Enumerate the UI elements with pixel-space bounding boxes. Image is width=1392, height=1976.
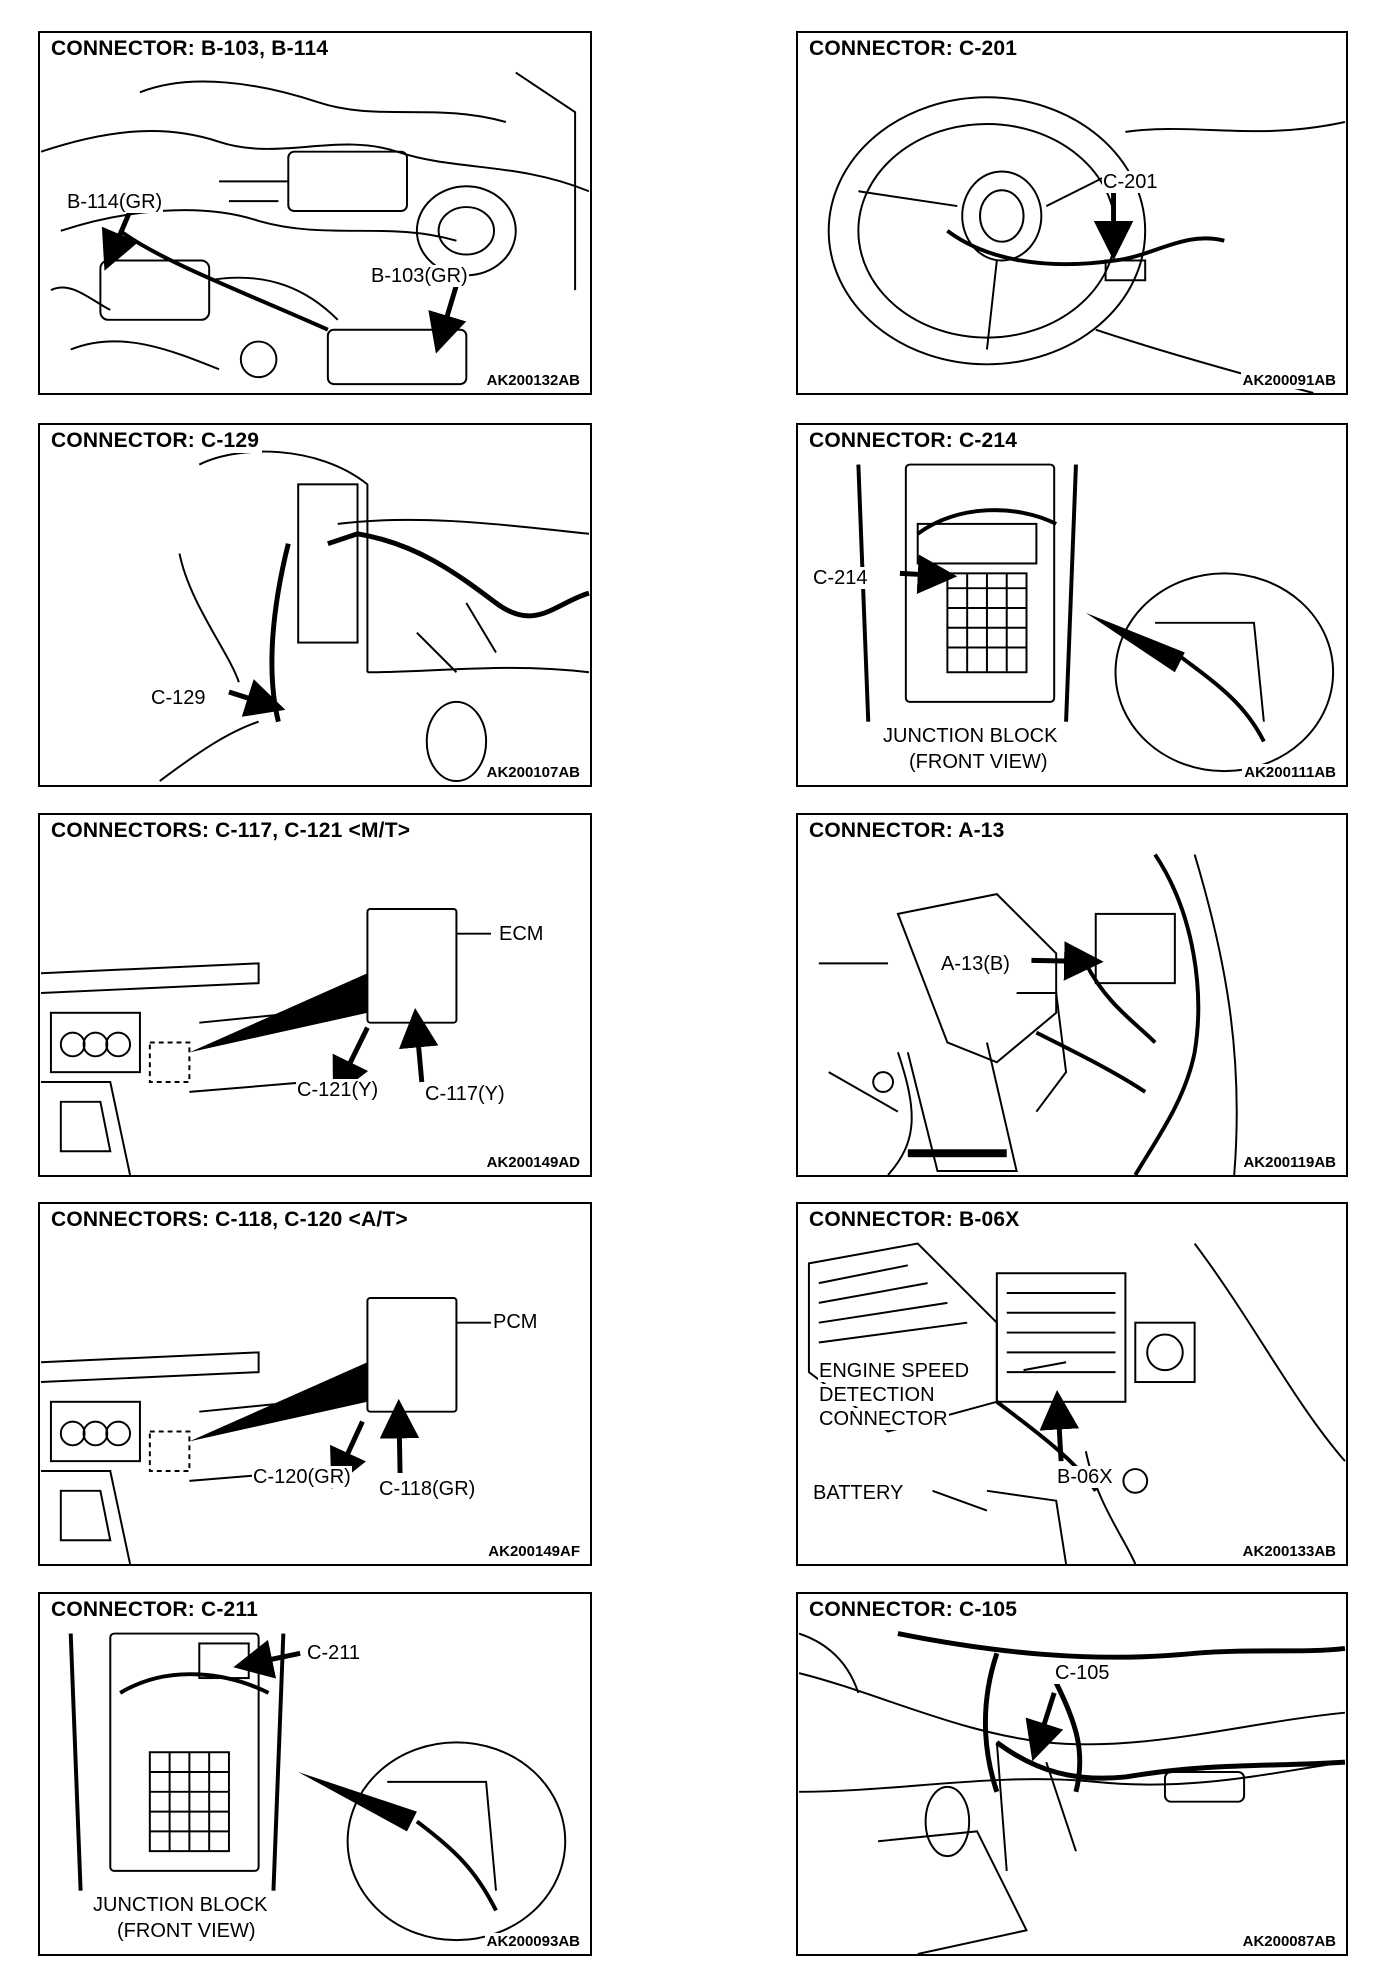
- callout-c201: C-201: [1102, 171, 1159, 193]
- panel-title: CONNECTOR: B-06X: [806, 1208, 1023, 1232]
- figure-code: AK200133AB: [1240, 1543, 1338, 1560]
- panel-title: CONNECTOR: A-13: [806, 819, 1008, 843]
- junction-block-illustration: [68, 1632, 567, 1942]
- battery-area-illustration: [807, 1242, 1346, 1564]
- callout-c120: C-120(GR): [252, 1466, 352, 1488]
- junction-block-illustration: [856, 463, 1335, 773]
- front-view-label: (FRONT VIEW): [908, 751, 1049, 773]
- panel-a13: CONNECTOR: A-13 A-13(B) AK200119AB: [796, 813, 1348, 1177]
- panel-title: CONNECTOR: C-214: [806, 429, 1021, 453]
- battery-label: BATTERY: [812, 1482, 905, 1504]
- junction-block-label: JUNCTION BLOCK: [92, 1894, 269, 1916]
- wheel-well-illustration: [818, 853, 1238, 1175]
- panel-c129: CONNECTOR: C-129 C-129 AK200107AB: [38, 423, 592, 787]
- ecm-location-illustration: [40, 907, 492, 1175]
- engine-bay-illustration: [40, 71, 590, 386]
- callout-c129: C-129: [150, 687, 207, 709]
- panel-c118-c120: CONNECTORS: C-118, C-120 <A/T> PCM C-120…: [38, 1202, 592, 1566]
- ecm-label: ECM: [498, 923, 545, 945]
- figure-code: AK200091AB: [1240, 372, 1338, 389]
- figure-code: AK200149AD: [484, 1154, 582, 1171]
- panel-title: CONNECTOR: C-129: [48, 429, 263, 453]
- callout-c117: C-117(Y): [424, 1083, 506, 1105]
- figure-code: AK200093AB: [484, 1933, 582, 1950]
- panel-title: CONNECTORS: C-118, C-120 <A/T>: [48, 1208, 411, 1232]
- panel-c117-c121: CONNECTORS: C-117, C-121 <M/T> ECM C-121…: [38, 813, 592, 1177]
- callout-c214: C-214: [812, 567, 869, 589]
- callout-c211: C-211: [306, 1642, 361, 1664]
- pcm-location-illustration: [40, 1296, 492, 1564]
- figure-code: AK200087AB: [1240, 1933, 1338, 1950]
- figure-code: AK200119AB: [1241, 1154, 1338, 1171]
- panel-b103-b114: CONNECTOR: B-103, B-114 B-114(GR) B-103(…: [38, 31, 592, 395]
- figure-code: AK200132AB: [484, 372, 582, 389]
- callout-a13: A-13(B): [940, 953, 1011, 975]
- dashboard-illustration: [159, 450, 590, 783]
- callout-c118: C-118(GR): [378, 1478, 477, 1500]
- panel-c201: CONNECTOR: C-201 C-201 AK200091AB: [796, 31, 1348, 395]
- panel-b06x: CONNECTOR: B-06X ENGINE SPEED DETECTION …: [796, 1202, 1348, 1566]
- figure-code: AK200107AB: [484, 764, 582, 781]
- panel-c105: CONNECTOR: C-105 C-105 AK200087AB: [796, 1592, 1348, 1956]
- engine-speed-label-line1: ENGINE SPEED: [818, 1360, 971, 1382]
- steering-wheel-illustration: [827, 96, 1346, 393]
- panel-title: CONNECTOR: C-211: [48, 1598, 262, 1622]
- callout-b06x: B-06X: [1056, 1466, 1114, 1488]
- panel-title: CONNECTORS: C-117, C-121 <M/T>: [48, 819, 414, 843]
- callout-b114: B-114(GR): [66, 191, 164, 213]
- engine-speed-label-line2: DETECTION: [818, 1384, 936, 1406]
- panel-c211: CONNECTOR: C-211 C-211 JUNCTION BLOCK (F…: [38, 1592, 592, 1956]
- panel-title: CONNECTOR: C-201: [806, 37, 1021, 61]
- panel-title: CONNECTOR: C-105: [806, 1598, 1021, 1622]
- center-console-illustration: [798, 1631, 1346, 1954]
- panel-title: CONNECTOR: B-103, B-114: [48, 37, 332, 61]
- figure-code: AK200149AF: [486, 1543, 582, 1560]
- callout-c105: C-105: [1054, 1662, 1111, 1684]
- engine-speed-label-line3: CONNECTOR: [818, 1408, 949, 1430]
- callout-c121: C-121(Y): [296, 1079, 380, 1101]
- junction-block-label: JUNCTION BLOCK: [882, 725, 1059, 747]
- callout-b103: B-103(GR): [370, 265, 469, 287]
- panel-c214: CONNECTOR: C-214 C-214 JUNCTION BLOCK (F…: [796, 423, 1348, 787]
- front-view-label: (FRONT VIEW): [116, 1920, 257, 1942]
- pcm-label: PCM: [492, 1311, 539, 1333]
- figure-code: AK200111AB: [1242, 764, 1338, 781]
